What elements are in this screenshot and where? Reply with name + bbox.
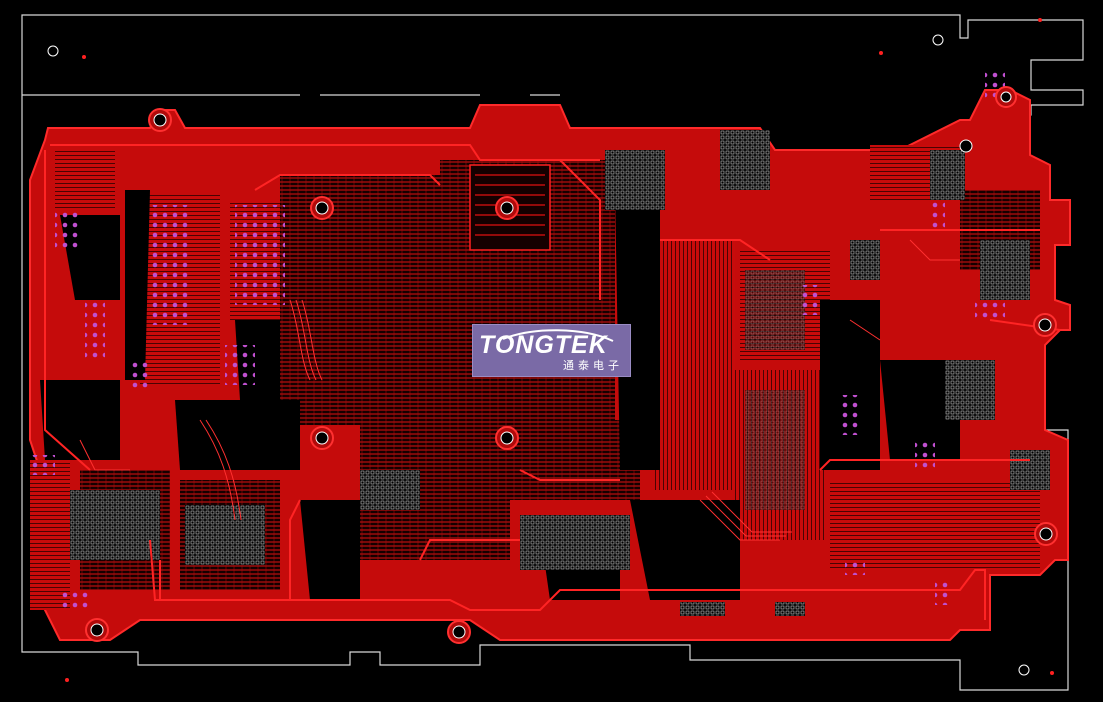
logo-subtitle-text: 通泰电子 <box>563 359 623 372</box>
mounting-hole <box>85 618 109 642</box>
mounting-hole <box>47 45 59 57</box>
mounting-hole <box>1018 664 1030 676</box>
mounting-hole <box>495 426 519 450</box>
mounting-hole <box>932 34 944 46</box>
brand-logo: TONGTEK 通泰电子 <box>472 324 631 377</box>
component-footprints <box>70 130 1050 616</box>
logo-brand-text: TONGTEK <box>479 331 608 359</box>
via-fields <box>30 70 1005 610</box>
mounting-hole <box>959 139 973 153</box>
mounting-holes <box>47 34 1058 676</box>
fiducials <box>65 18 1054 682</box>
mounting-hole <box>1033 313 1057 337</box>
mounting-hole <box>310 196 334 220</box>
mounting-hole <box>447 620 471 644</box>
mounting-hole <box>310 426 334 450</box>
mounting-hole <box>495 196 519 220</box>
logo-swoosh-icon <box>502 329 614 342</box>
traces <box>44 144 1061 620</box>
mounting-hole <box>148 108 172 132</box>
mounting-hole <box>1034 522 1058 546</box>
mounting-hole <box>995 86 1017 108</box>
thin-traces <box>79 239 960 541</box>
